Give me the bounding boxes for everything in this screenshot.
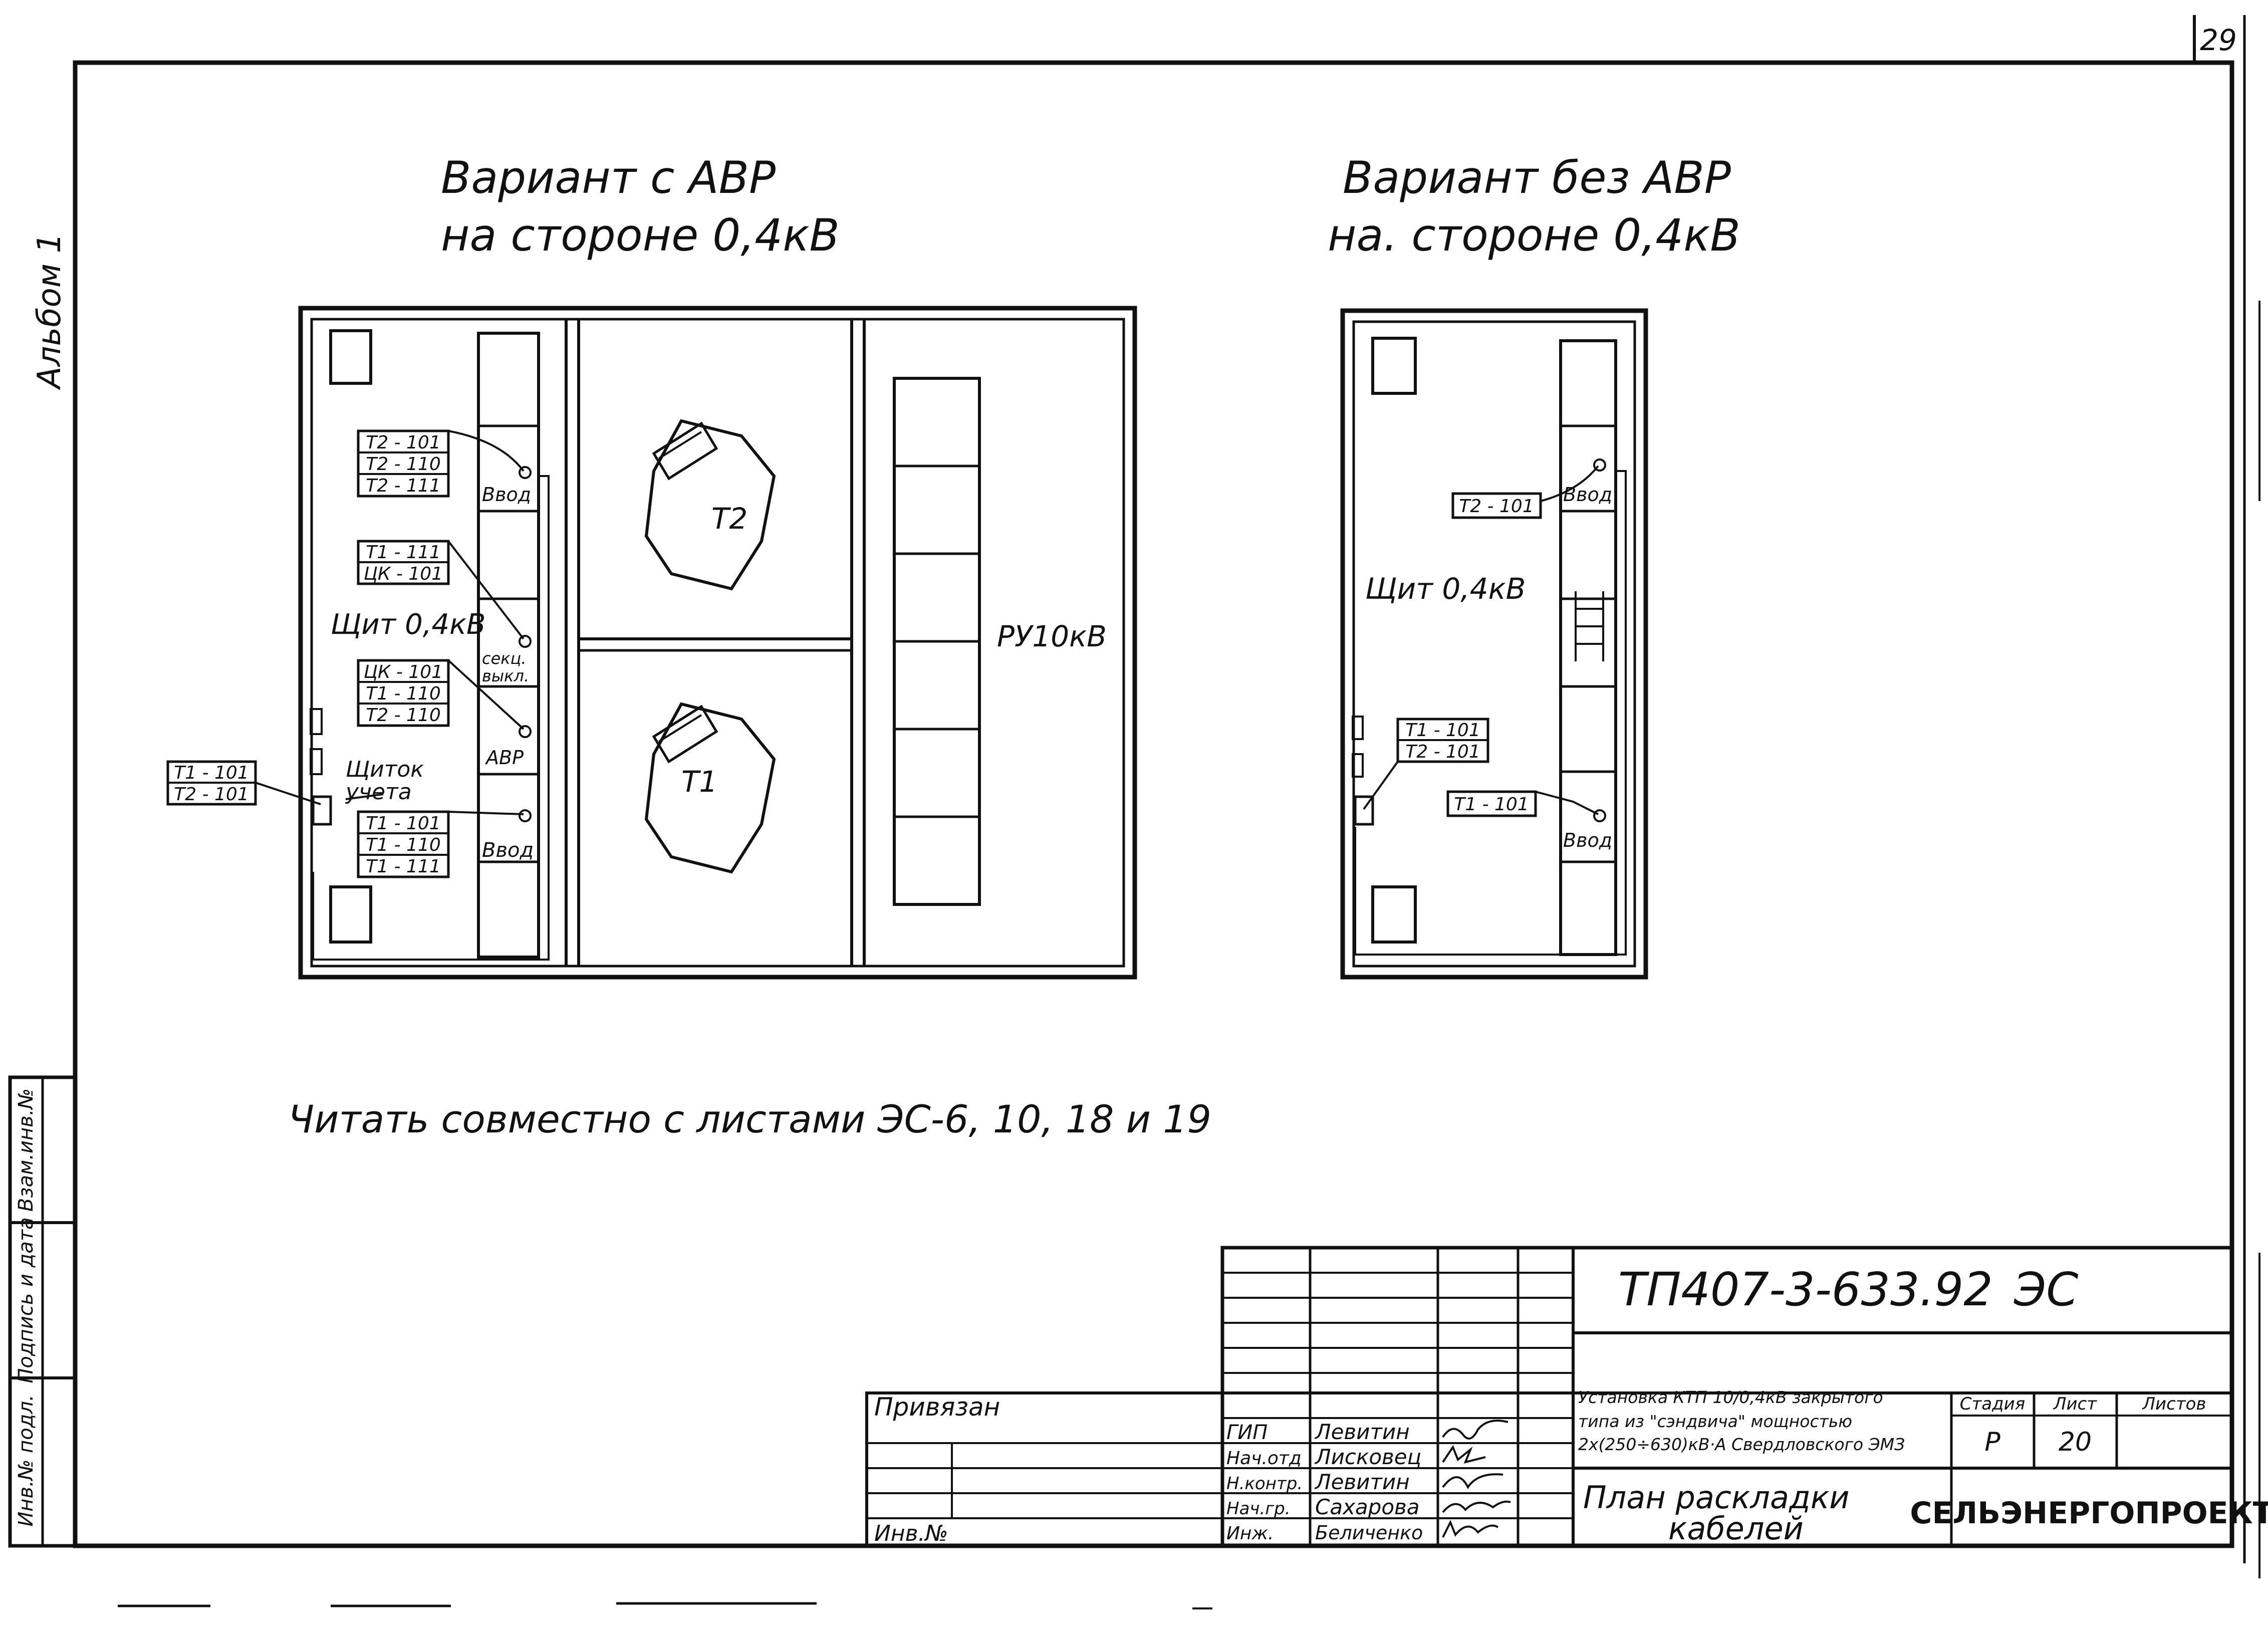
inv-label: Инв.№ xyxy=(874,1521,948,1546)
plan-title-2: кабелей xyxy=(1668,1510,1804,1547)
signatures xyxy=(1442,1420,1511,1538)
album-label: Альбом 1 xyxy=(31,233,68,390)
no-avr-cell-vvod-bottom: Ввод xyxy=(1563,829,1612,851)
tag-outside-1: Т1 - 101 xyxy=(174,763,248,783)
stamp-inv-podl: Инв.№ подл. xyxy=(15,1394,38,1526)
page-number: 29 xyxy=(2200,23,2237,57)
name-3: Левитин xyxy=(1314,1470,1410,1494)
variant-avr-title-1: Вариант с АВР xyxy=(441,152,776,203)
role-nach-gr: Нач.гр. xyxy=(1226,1499,1291,1519)
stamp-vzam-inv: Взам.инв.№ xyxy=(15,1088,38,1212)
tag-g2-1: Т1 - 111 xyxy=(366,542,440,563)
ru-10kv-label: РУ10кВ xyxy=(997,619,1107,653)
read-together-note: Читать совместно с листами ЭС-6, 10, 18 … xyxy=(288,1097,1211,1141)
title-block xyxy=(865,1246,2234,1548)
name-5: Беличенко xyxy=(1315,1522,1423,1544)
stamp-signature-date: Подпись и дата xyxy=(15,1217,38,1383)
tag-g1-2: Т2 - 110 xyxy=(366,454,440,475)
tag-g3-3: Т2 - 110 xyxy=(366,705,440,726)
name-2: Лисковец xyxy=(1314,1445,1421,1469)
tag-g1-1: Т2 - 101 xyxy=(366,432,440,453)
meter-label-1: Щиток xyxy=(346,757,424,782)
tag-g4-2: Т1 - 110 xyxy=(366,835,440,855)
avr-panel-label: Щит 0,4кВ xyxy=(331,608,485,641)
no-avr-cell-vvod-top: Ввод xyxy=(1563,484,1612,506)
cell-sekc-1: секц. xyxy=(482,649,527,668)
cell-vvod-bottom: Ввод xyxy=(482,839,534,862)
sheets-header: Листов xyxy=(2141,1394,2206,1414)
tag-g4-1: Т1 - 101 xyxy=(366,813,440,834)
role-n-kontr: Н.контр. xyxy=(1226,1474,1303,1494)
sheet-value: 20 xyxy=(2059,1427,2092,1457)
transformer-t2-label: Т2 xyxy=(711,502,747,536)
variant-avr-title-2: на стороне 0,4кВ xyxy=(441,209,840,261)
role-inzh: Инж. xyxy=(1226,1523,1274,1544)
tag-g4-3: Т1 - 111 xyxy=(366,856,440,877)
plan-with-avr xyxy=(166,306,1137,980)
sheet-header: Лист xyxy=(2053,1394,2097,1414)
description-1: Установка КТП 10/0,4кВ закрытого xyxy=(1578,1387,1883,1407)
no-avr-tag-bottom: Т1 - 101 xyxy=(1454,794,1529,815)
description-3: 2х(250÷630)кВ·А Свердловского ЭМЗ xyxy=(1578,1435,1905,1454)
name-4: Сахарова xyxy=(1315,1495,1420,1519)
variant-no-avr-title-2: на. стороне 0,4кВ xyxy=(1328,209,1740,261)
tag-g1-3: Т2 - 111 xyxy=(366,476,440,496)
variant-no-avr-title-1: Вариант без АВР xyxy=(1343,152,1731,203)
stage-value: Р xyxy=(1984,1427,2000,1457)
meter-label-2: учета xyxy=(345,779,412,805)
bound-label: Привязан xyxy=(874,1392,1000,1422)
tag-outside-2: Т2 - 101 xyxy=(174,784,248,805)
organization-name: СЕЛЬЭНЕРГОПРОЕКТ xyxy=(1910,1496,2268,1531)
no-avr-tag-meter-1: Т1 - 101 xyxy=(1405,720,1480,741)
side-stamp xyxy=(8,1075,77,1548)
no-avr-tag-meter-2: Т2 - 101 xyxy=(1405,742,1480,762)
doc-code: ТП407-3-633.92 xyxy=(1618,1263,1993,1316)
role-nach-otd: Нач.отд xyxy=(1226,1448,1302,1469)
doc-suffix: ЭС xyxy=(2013,1263,2078,1316)
transformer-t1-label: Т1 xyxy=(681,765,717,799)
no-avr-tag-top: Т2 - 101 xyxy=(1459,496,1534,517)
cell-vvod-top: Ввод xyxy=(482,484,531,506)
plan-without-avr xyxy=(1340,308,1648,980)
cell-avr: АВР xyxy=(484,747,524,769)
tag-g3-1: ЦК - 101 xyxy=(364,662,443,682)
no-avr-panel-label: Щит 0,4кВ xyxy=(1365,572,1526,606)
description-2: типа из "сэндвича" мощностью xyxy=(1578,1412,1852,1431)
tag-g3-2: Т1 - 110 xyxy=(366,683,440,704)
tag-g2-2: ЦК - 101 xyxy=(364,564,443,584)
stage-header: Стадия xyxy=(1960,1394,2025,1414)
plan-title-1: План раскладки xyxy=(1583,1479,1850,1516)
cell-sekc-2: выкл. xyxy=(482,666,529,685)
role-gip: ГИП xyxy=(1226,1421,1268,1444)
name-1: Левитин xyxy=(1314,1420,1410,1444)
